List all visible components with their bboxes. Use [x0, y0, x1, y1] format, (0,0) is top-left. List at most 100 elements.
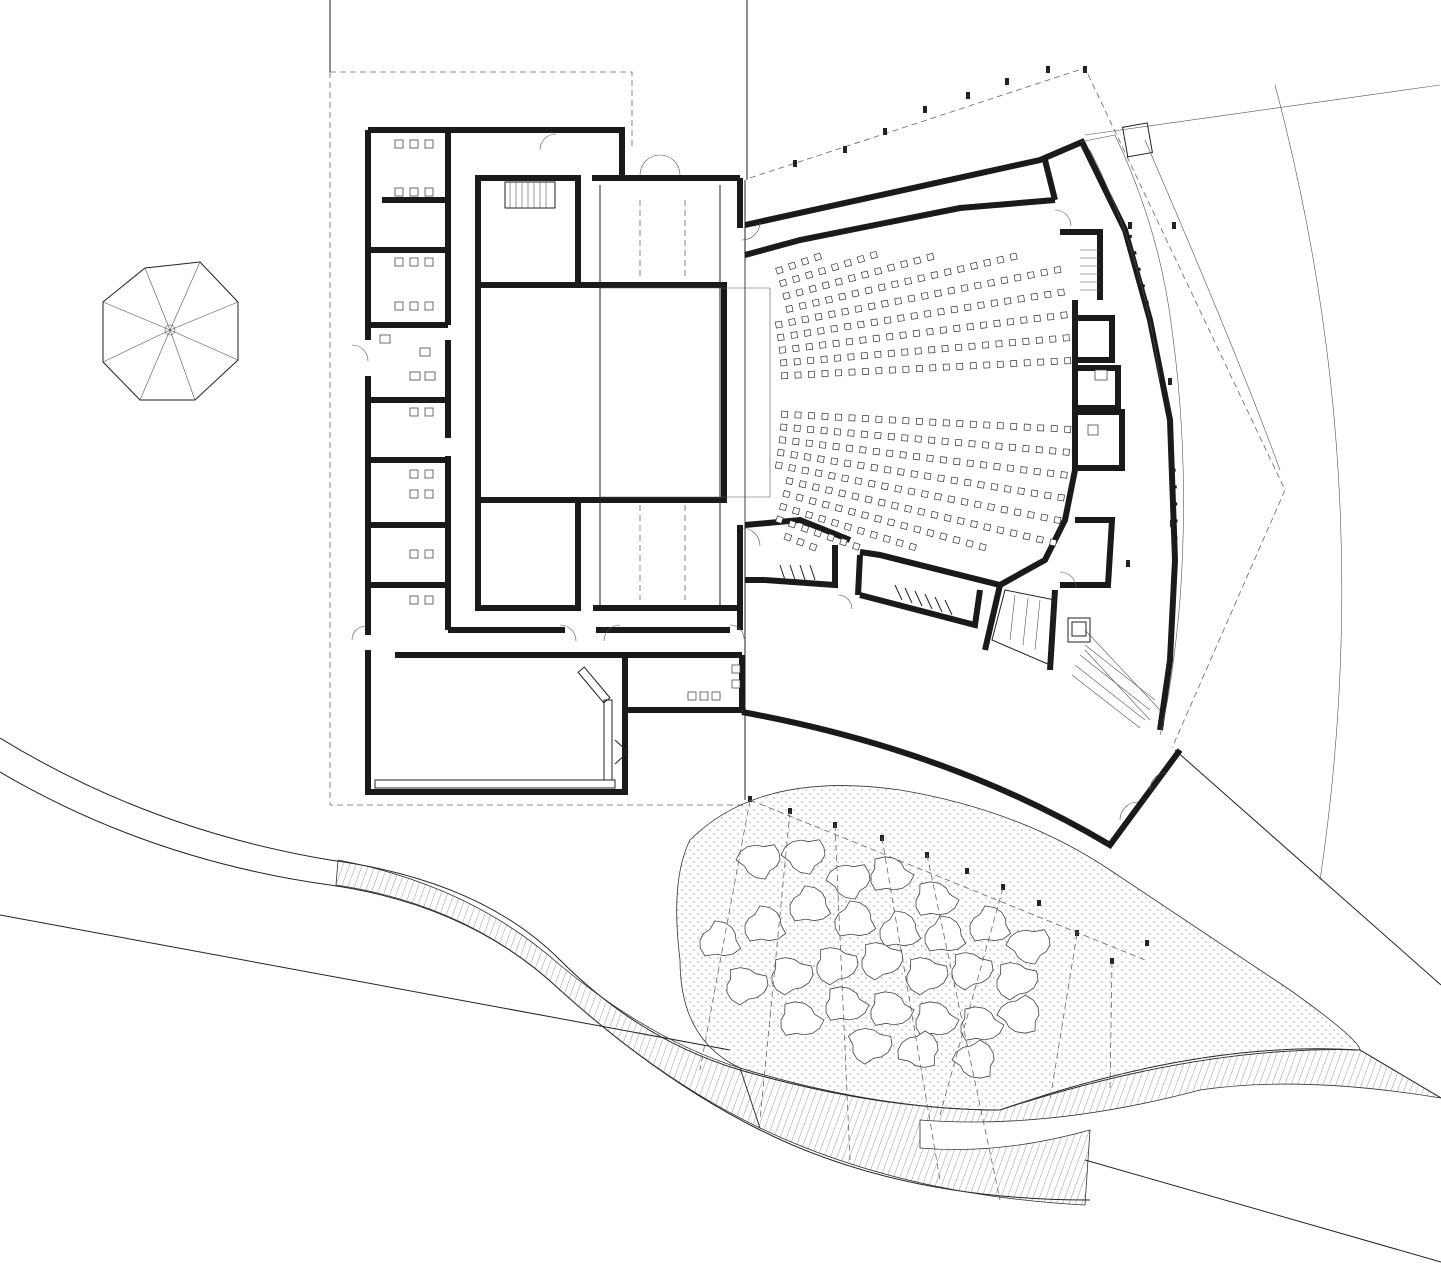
seat	[977, 480, 985, 489]
seat	[899, 331, 907, 339]
seat	[808, 497, 817, 506]
seat	[900, 260, 909, 269]
tree-canopy	[834, 900, 877, 937]
seat	[941, 344, 949, 353]
seat	[795, 493, 804, 502]
seat	[908, 542, 917, 552]
seat	[869, 530, 878, 540]
seat	[907, 294, 916, 303]
seat	[995, 442, 1003, 450]
seat	[969, 420, 977, 428]
seat	[818, 441, 827, 449]
seat	[803, 453, 812, 461]
seat	[1013, 508, 1022, 517]
seat	[963, 303, 972, 312]
seat	[780, 359, 788, 367]
seat	[880, 299, 889, 308]
seat	[1000, 505, 1009, 514]
seat	[847, 274, 856, 283]
seat	[864, 286, 873, 295]
seat	[995, 340, 1003, 348]
seat	[937, 307, 945, 316]
seat	[1003, 297, 1012, 305]
seat	[845, 444, 854, 453]
seat	[1009, 252, 1018, 261]
seat	[912, 452, 921, 461]
seat	[1008, 443, 1017, 452]
seat	[847, 429, 855, 437]
seat	[897, 314, 905, 322]
door-swings	[351, 133, 1169, 821]
seat	[847, 353, 855, 361]
seat	[888, 366, 896, 374]
exit-stair-south	[1071, 644, 1156, 729]
seat	[1049, 447, 1057, 455]
seat	[913, 256, 922, 265]
seat	[929, 418, 937, 426]
seat	[774, 461, 783, 470]
seat	[1043, 491, 1052, 500]
plaza-light-poles	[699, 796, 1149, 1201]
seat	[1023, 423, 1031, 431]
seat	[920, 490, 929, 499]
seat	[990, 483, 999, 491]
seat	[800, 524, 810, 533]
seat	[1037, 358, 1045, 366]
seat	[774, 320, 783, 329]
seat	[859, 446, 867, 454]
tree-canopy	[780, 839, 826, 875]
seat	[1050, 425, 1058, 433]
seat	[834, 413, 843, 421]
seat	[1033, 314, 1041, 323]
seat	[796, 537, 805, 547]
seat	[912, 329, 921, 338]
seat	[874, 267, 883, 276]
seat	[795, 288, 804, 297]
seat	[1022, 337, 1030, 346]
seat	[904, 504, 913, 513]
seat	[798, 301, 807, 310]
seat	[1026, 271, 1035, 280]
seat	[801, 466, 810, 475]
seat	[834, 504, 843, 513]
seat	[875, 415, 883, 423]
tree-canopy	[924, 915, 967, 952]
seat	[942, 419, 950, 427]
seat	[926, 252, 935, 262]
seat	[780, 410, 789, 418]
tree-canopy	[915, 1001, 960, 1036]
tree-canopy	[915, 881, 960, 916]
seat	[1000, 276, 1009, 285]
seat	[981, 441, 990, 449]
seat	[953, 457, 961, 466]
seat	[859, 336, 867, 344]
seat	[785, 304, 794, 313]
seat	[923, 472, 932, 481]
seat	[787, 261, 797, 271]
seat	[864, 495, 873, 504]
seat	[913, 525, 922, 534]
seat	[843, 322, 852, 331]
seat	[821, 412, 829, 420]
seat	[1060, 471, 1068, 479]
seat	[987, 503, 996, 512]
seat	[776, 333, 785, 342]
seat	[788, 318, 797, 326]
seat	[845, 337, 854, 346]
seat	[1046, 469, 1055, 477]
seat	[778, 346, 787, 354]
seat	[1009, 529, 1018, 538]
seat	[930, 510, 939, 519]
seat	[800, 257, 810, 266]
seat	[937, 474, 945, 483]
seat	[791, 506, 801, 516]
seat	[818, 341, 827, 349]
seat	[832, 339, 840, 348]
seat	[852, 542, 861, 551]
seat	[843, 258, 853, 268]
seat	[956, 420, 964, 428]
seat	[953, 324, 961, 333]
seat	[804, 510, 814, 520]
seat	[943, 268, 952, 276]
seat	[827, 310, 836, 319]
